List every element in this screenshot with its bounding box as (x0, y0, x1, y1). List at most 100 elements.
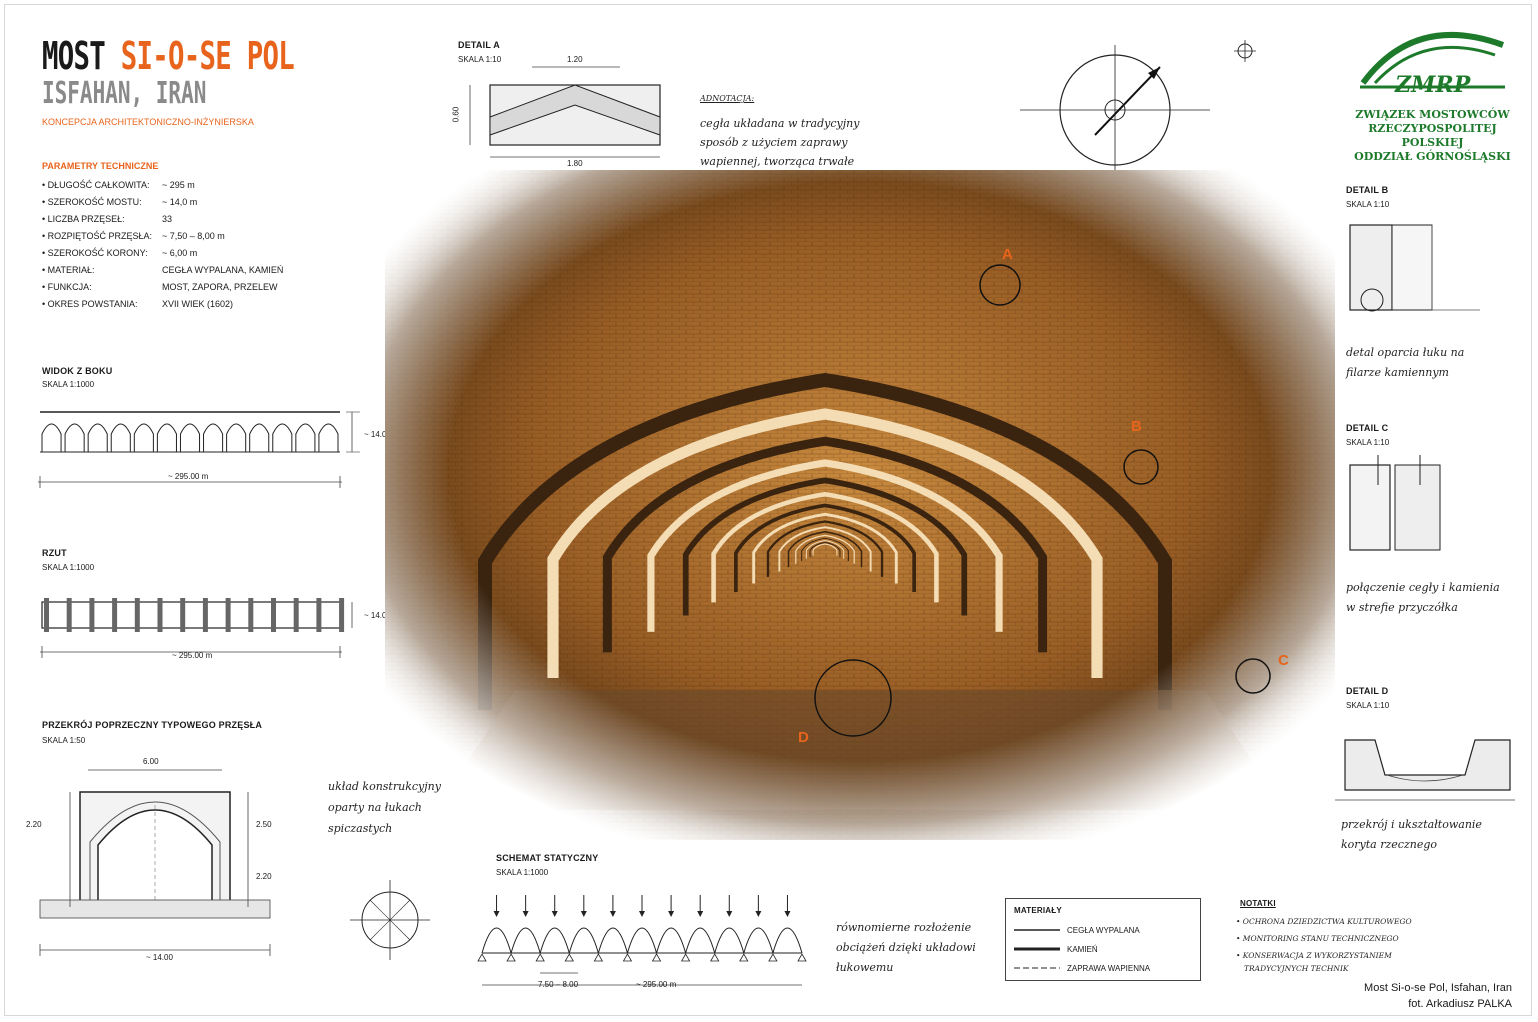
side-view-arch (110, 423, 131, 452)
concept-label: KONCEPCJA ARCHITEKTONICZNO-INŻYNIERSKA (42, 117, 254, 127)
param-label: • OKRES POWSTANIA: (42, 299, 138, 309)
detail-a-drawing (469, 66, 661, 158)
plan-view-piers (44, 598, 345, 632)
logo-line3: ODDZIAŁ GÓRNOŚLĄSKI (1354, 150, 1511, 163)
logo-text: ZWIĄZEK MOSTOWCÓW RZECZYPOSPOLITEJ POLSK… (1345, 108, 1520, 164)
cross-section-left: 2.20 (26, 820, 42, 829)
load-arrow-head (551, 911, 558, 917)
support (739, 953, 749, 962)
side-view-drawing (38, 411, 360, 488)
plan-view-pier (202, 598, 208, 632)
static-arch (510, 927, 541, 954)
plan-view-pier (248, 598, 254, 632)
notatki-item-4: TRADYCYJNYCH TECHNIK (1244, 964, 1349, 973)
material-mortar: ZAPRAWA WAPIENNA (1067, 964, 1151, 973)
side-view-arch (87, 423, 108, 452)
detail-a-side: 0.60 (451, 106, 461, 123)
static-span: 7.50 – 8.00 (538, 980, 579, 989)
static-title: SCHEMAT STATYCZNY (496, 853, 599, 863)
load-arrow-head (639, 911, 645, 917)
static-arch (685, 927, 716, 954)
static-arch (597, 927, 628, 954)
page-subtitle: ISFAHAN, IRAN (42, 76, 207, 111)
detail-b-title: DETAIL B (1346, 185, 1389, 195)
param-value: CEGŁA WYPALANA, KAMIEŃ (162, 265, 284, 275)
plan-view-drawing (40, 598, 353, 658)
cross-section-drawing (39, 769, 271, 956)
side-view-arch (318, 423, 339, 452)
side-view-arch (203, 423, 224, 452)
title-part1: MOST (42, 34, 121, 78)
logo-mark: ZMRP (1395, 72, 1471, 98)
static-arch (539, 927, 570, 954)
param-value: ~ 295 m (162, 180, 195, 190)
detail-a-bottom: 1.80 (567, 159, 583, 168)
param-row: • OKRES POWSTANIA: XVII WIEK (1602) (42, 299, 233, 309)
side-view-scale: SKALA 1:1000 (42, 380, 95, 389)
plan-view-pier (66, 598, 72, 632)
param-row: • SZEROKOŚĆ KORONY: ~ 6,00 m (42, 248, 197, 258)
plan-view-pier (112, 598, 118, 632)
cross-section-scale: SKALA 1:50 (42, 736, 86, 745)
material-brick: CEGŁA WYPALANA (1067, 926, 1140, 935)
param-value: ~ 6,00 m (162, 248, 198, 258)
params-title: PARAMETRY TECHNICZNE (42, 161, 159, 171)
marker-c: C (1278, 652, 1289, 669)
cross-section-top: 6.00 (143, 757, 159, 766)
plan-view-title: RZUT (42, 548, 67, 558)
zmrp-logo-icon (1360, 31, 1505, 89)
static-arches (477, 895, 807, 962)
marker-a: A (1002, 246, 1013, 263)
param-label: • MATERIAŁ: (42, 265, 95, 275)
detail-a-top: 1.20 (567, 55, 583, 64)
side-view-arch (133, 423, 154, 452)
materials-title: MATERIAŁY (1014, 906, 1062, 915)
load-arrow-head (784, 911, 791, 917)
static-note: równomierne rozłożenie obciążeń dzięki u… (836, 921, 976, 974)
load-arrow-head (755, 911, 762, 917)
side-view-length: ~ 295.00 m (168, 472, 209, 481)
param-value: MOST, ZAPORA, PRZELEW (162, 282, 278, 292)
plan-view-height: ~ 14.00 m (364, 611, 400, 620)
static-scale: SKALA 1:1000 (496, 868, 549, 877)
support (768, 953, 778, 962)
load-arrow-head (522, 911, 529, 917)
detail-d-drawing (1335, 739, 1515, 801)
detail-b-scale: SKALA 1:10 (1346, 200, 1390, 209)
param-value: 33 (162, 214, 173, 224)
support (506, 953, 516, 962)
param-value: ~ 14,0 m (162, 197, 198, 207)
cross-section-title: PRZEKRÓJ POPRZECZNY TYPOWEGO PRZĘSŁA (42, 720, 263, 730)
side-view-arch (249, 423, 270, 452)
notatki-item-2: • MONITORING STANU TECHNICZNEGO (1236, 934, 1399, 943)
page-title: MOST SI-O-SE POL (42, 34, 295, 78)
param-value: XVII WIEK (1602) (162, 299, 234, 309)
support (680, 953, 691, 962)
detail-a-scale: SKALA 1:10 (458, 55, 502, 64)
param-label: • SZEROKOŚĆ KORONY: (42, 248, 148, 258)
static-length: ~ 295.00 m (636, 980, 677, 989)
detail-a-title: DETAIL A (458, 40, 500, 50)
support (535, 953, 545, 962)
side-view-arches (41, 423, 339, 452)
static-arch (772, 927, 803, 954)
param-value: ~ 7,50 – 8,00 m (162, 231, 225, 241)
param-row: • SZEROKOŚĆ MOSTU:~ 14,0 m (42, 197, 197, 207)
detail-c-scale: SKALA 1:10 (1346, 438, 1390, 447)
cross-section-bottom: ~ 14.00 (146, 953, 173, 962)
side-view-height: ~ 14.00 m (364, 430, 400, 439)
side-view-arch (295, 423, 316, 452)
static-arch (743, 927, 774, 954)
side-view-title: WIDOK Z BOKU (42, 366, 113, 376)
load-arrow-head (726, 911, 733, 917)
load-arrow-head (609, 911, 616, 917)
param-label: • FUNKCJA: (42, 282, 92, 292)
static-arch (568, 927, 599, 954)
static-arch (714, 927, 745, 954)
param-label: • DŁUGOŚĆ CAŁKOWITA: (42, 180, 150, 190)
plan-view-pier (180, 598, 186, 632)
support (477, 953, 487, 962)
side-view-arch (64, 423, 85, 452)
north-arrow-bottom (350, 880, 430, 960)
detail-marker-circles (814, 264, 1271, 737)
